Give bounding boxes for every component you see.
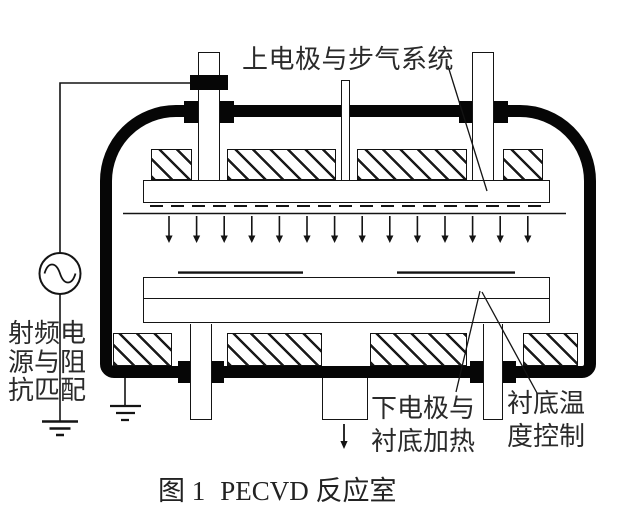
rf-wire (59, 82, 190, 253)
left-support-collar-b (212, 361, 224, 383)
upper-hatch-block-4 (503, 149, 543, 180)
label-rf-power: 射频电 源与阻 抗匹配 (8, 319, 87, 406)
label-lower-electrode-line1: 下电极与 (371, 394, 476, 423)
right-support-feedthrough (483, 324, 503, 420)
label-rf-power-line1: 射频电 (8, 319, 87, 348)
label-lower-electrode: 下电极与 衬底加热 (371, 392, 475, 458)
label-gas-system: 上电极与步气系统 (242, 45, 455, 74)
lower-hatch-block-4 (523, 333, 578, 366)
ac-source-icon (38, 252, 82, 295)
leader-lower-electrode (455, 290, 481, 393)
label-substrate-temp-line1: 衬底温 (507, 389, 586, 418)
exhaust-arrow-icon (340, 424, 348, 449)
label-lower-electrode-line2: 衬底加热 (371, 427, 476, 456)
leader-gas-system (447, 65, 488, 192)
figure-caption: 图 1 PECVD 反应室 (158, 469, 397, 508)
ground-icon-source (42, 420, 78, 437)
lower-plate-divider (144, 297, 549, 300)
right-support-collar-b (503, 361, 516, 383)
upper-hatch-block-3 (357, 149, 467, 180)
left-tube-wall-collar-a (184, 101, 198, 123)
gas-flow-arrows (165, 216, 532, 243)
right-tube-wall-collar-b (494, 101, 508, 123)
label-substrate-temp-line2: 度控制 (507, 422, 586, 451)
lower-hatch-block-1 (113, 333, 172, 366)
upper-hatch-block-1 (151, 149, 192, 180)
ground-icon-chamber (110, 404, 141, 422)
leader-substrate-temp (481, 291, 538, 394)
left-support-collar-a (178, 361, 190, 383)
figure-number: 图 1 (158, 476, 206, 506)
right-gas-feedthrough-tube (472, 52, 494, 180)
right-tube-wall-collar-a (459, 101, 472, 123)
lower-hatch-block-3 (370, 333, 467, 366)
figure-title: PECVD 反应室 (220, 476, 397, 506)
lower-electrode-plate (143, 277, 550, 323)
label-substrate-temp: 衬底温 度控制 (507, 387, 585, 453)
left-tube-wall-collar-b (220, 101, 234, 123)
center-thin-feedthrough-tube (341, 80, 350, 180)
upper-hatch-block-2 (227, 149, 336, 180)
rf-feed-collar (190, 75, 228, 90)
lower-hatch-block-2 (227, 333, 322, 366)
upper-electrode-plate (143, 180, 550, 203)
right-support-collar-a (470, 361, 483, 383)
exhaust-duct (322, 378, 368, 420)
label-rf-power-line3: 抗匹配 (8, 376, 87, 405)
label-rf-power-line2: 源与阻 (8, 347, 87, 377)
left-support-feedthrough (190, 324, 212, 420)
